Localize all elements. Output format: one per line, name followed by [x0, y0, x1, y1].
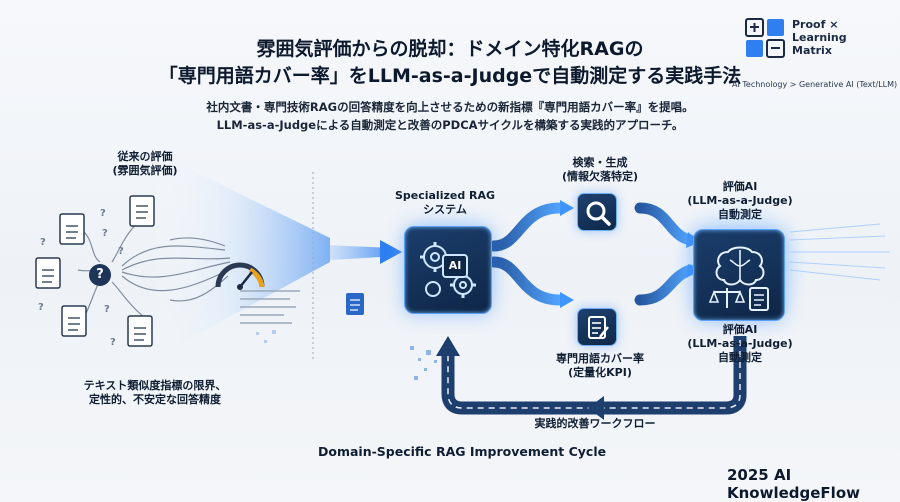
svg-text:?: ?: [104, 304, 110, 315]
loop-arrow-left: [588, 396, 604, 420]
small-doc-icon: [346, 293, 364, 315]
search-box: [577, 193, 617, 231]
brain-scale-icon: [708, 246, 769, 311]
document-icons: [35, 195, 155, 347]
rag-system-box: AI: [404, 226, 492, 314]
traditional-eval-label: 従来の評価 (雰囲気評価): [112, 150, 178, 177]
copyright: 2025 AI KnowledgeFlow: [727, 466, 860, 502]
question-badge: ?: [89, 264, 111, 286]
cycle-title: Domain-Specific RAG Improvement Cycle: [318, 444, 607, 459]
judge-box: [693, 229, 785, 321]
brand-name: Proof × Learning Matrix: [792, 18, 847, 57]
coverage-box: [577, 308, 617, 346]
workflow-label: 実践的改善ワークフロー: [534, 417, 656, 430]
flow-pipes: [488, 202, 696, 306]
limitation-caption: テキスト類似度指標の限界、 定性的、不安定な回答精度: [83, 379, 227, 406]
svg-text:?: ?: [38, 302, 44, 313]
ai-chip-label: AI: [448, 259, 462, 272]
page-title-line1: 雰囲気評価からの脱却：ドメイン特化RAGの: [256, 38, 644, 60]
svg-text:?: ?: [40, 237, 46, 248]
svg-text:?: ?: [118, 246, 124, 257]
matrix-logo-icon: [745, 18, 785, 58]
svg-text:?: ?: [110, 337, 116, 348]
search-generation-label: 検索・生成 (情報欠落特定): [561, 156, 639, 183]
document-pen-icon: [588, 316, 609, 339]
brand-logo: Proof × Learning Matrix: [744, 17, 864, 61]
loop-arrow-up: [436, 336, 460, 356]
subtitle-line1: 社内文書・専門技術RAGの回答精度を向上させるための新指標『専門用語カバー率』を…: [206, 100, 694, 114]
svg-text:?: ?: [102, 228, 108, 239]
rag-system-label: Specialized RAG システム: [394, 189, 496, 216]
page-title-line2: 「専門用語カバー率」をLLM-as-a-Judgeで自動測定する実践手法: [158, 65, 742, 87]
subtitle-line2: LLM-as-a-Judgeによる自動測定と改善のPDCAサイクルを構築する実践…: [216, 118, 684, 132]
magnifier-icon: [586, 201, 611, 226]
judge-label-top: 評価AI (LLM-as-a-Judge) 自動測定: [687, 180, 793, 221]
coverage-label: 専門用語カバー率 (定量化KPI): [556, 352, 644, 379]
svg-text:?: ?: [100, 208, 106, 219]
gears-ai-icon: [420, 242, 476, 298]
gauge-icon: [215, 262, 265, 290]
category-breadcrumb: AI Technology > Generative AI (Text/LLM): [732, 80, 898, 89]
judge-label-bottom: 評価AI (LLM-as-a-Judge) 自動測定: [687, 323, 793, 364]
